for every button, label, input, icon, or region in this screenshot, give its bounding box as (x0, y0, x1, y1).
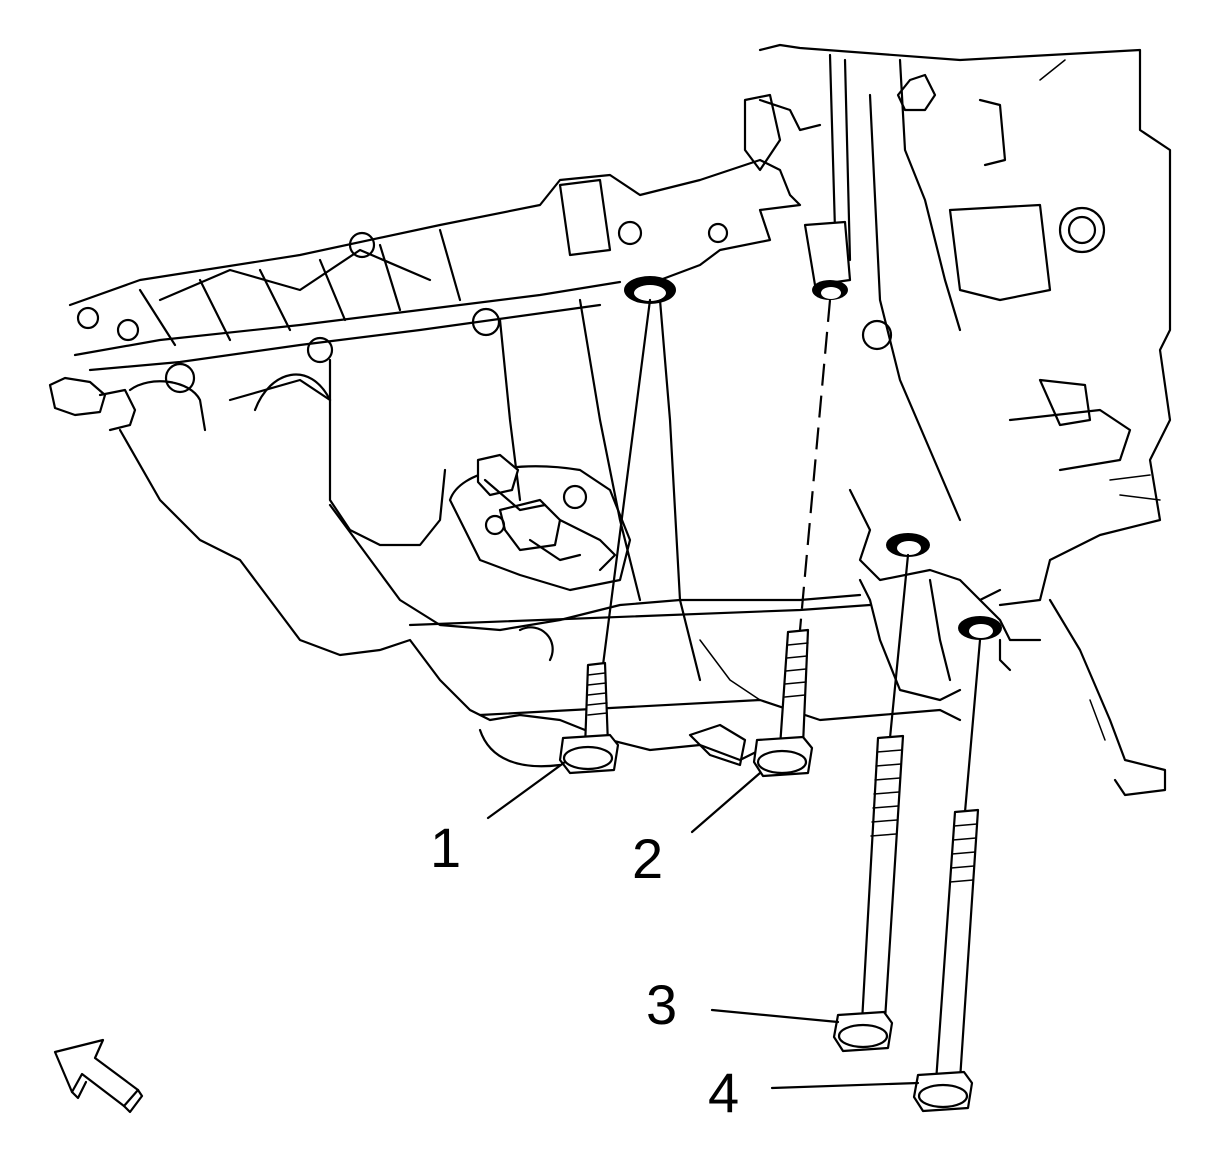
bolt-hole-4 (958, 616, 1002, 640)
bolt-holes (624, 220, 1002, 640)
callout-3: 3 (646, 973, 677, 1036)
engine-block (758, 43, 1172, 797)
bracket-structure (48, 93, 822, 432)
leader-lines (486, 760, 920, 1090)
bolt-4 (912, 808, 980, 1113)
bolt-hole-3 (886, 533, 930, 557)
bolt-3 (832, 734, 905, 1053)
front-direction-arrow-icon (53, 1038, 144, 1114)
callouts: 1 2 3 4 (430, 816, 739, 1124)
alignment-lines (601, 298, 982, 814)
bolt-hole-2 (803, 220, 852, 300)
callout-4: 4 (708, 1061, 739, 1124)
callout-1: 1 (430, 816, 461, 879)
callout-2: 2 (632, 827, 663, 890)
oil-pan (118, 298, 1042, 768)
bolt-2 (752, 628, 814, 778)
bolt-hole-1 (624, 276, 676, 304)
bolt-1 (558, 661, 620, 775)
oil-sensor-assembly (448, 453, 632, 592)
